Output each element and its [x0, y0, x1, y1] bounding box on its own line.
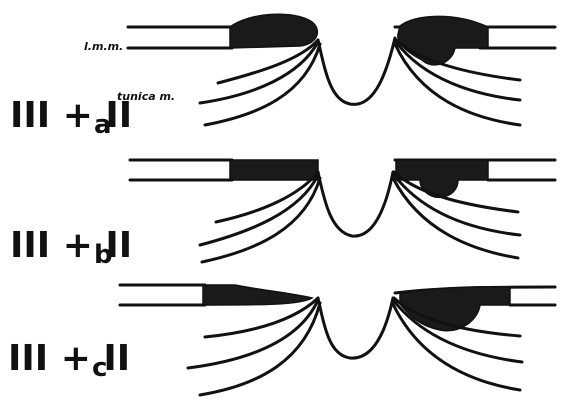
- panel-c-label-main: III + II: [8, 338, 130, 379]
- panel-c-label-sub: c: [92, 353, 107, 383]
- panel-a: l.m.m. tunica m. III + II a: [10, 14, 555, 140]
- panel-b: III + II b: [10, 160, 555, 270]
- panel-b-label-sub: b: [94, 240, 113, 270]
- lmm-label: l.m.m.: [84, 40, 123, 53]
- panel-c-fiber-left-2: [188, 300, 318, 368]
- panel-a-label-main: III + II: [10, 95, 132, 136]
- panel-c-mass-left: [203, 285, 312, 305]
- panel-c-crypt: [318, 298, 393, 358]
- panel-a-label-sub: a: [94, 110, 112, 140]
- panel-b-mass-left: [230, 160, 318, 180]
- panel-b-crypt: [318, 172, 393, 236]
- panel-a-crypt: [318, 38, 395, 104]
- panel-b-label-main: III + II: [10, 225, 132, 266]
- panel-a-mass-left: [230, 14, 317, 48]
- panel-a-fiber-left-3: [205, 44, 320, 125]
- panel-c: III + II c: [8, 285, 555, 395]
